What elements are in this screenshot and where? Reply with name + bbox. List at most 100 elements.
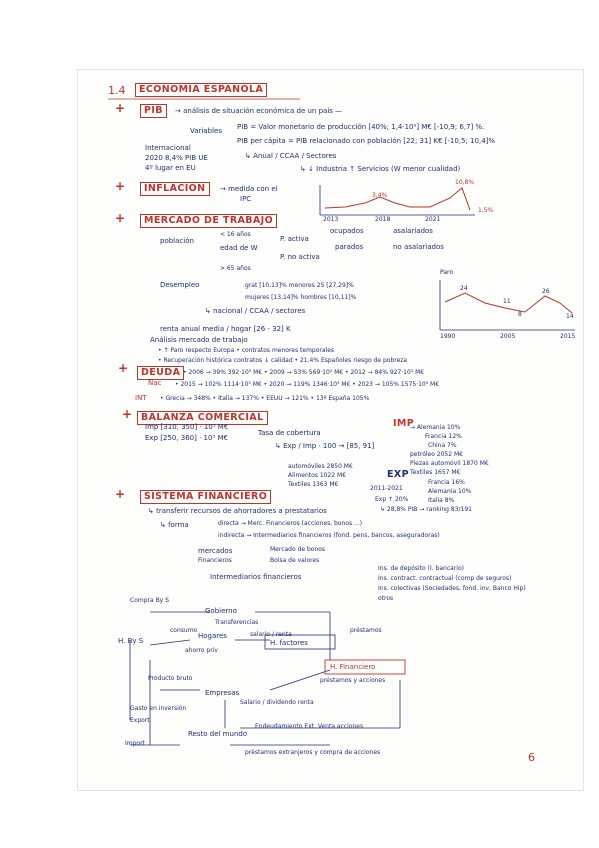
flow-hfinanciero: H. Financiero xyxy=(330,663,376,671)
plus-icon: + xyxy=(115,211,126,225)
analisis-2: • Recuperación histórica contratos ↓ cal… xyxy=(158,357,408,364)
pib-def1: PIB = Valor monetario de producción [40%… xyxy=(237,123,485,131)
pib-sectors: ↳ ↓ Industria ↑ Servicios (W menor cuali… xyxy=(300,165,461,173)
notebook-page xyxy=(78,70,583,790)
exp-pct: Exp ↑ 20% xyxy=(375,496,409,503)
exp-left-item: Alimentos 1022 M€ xyxy=(288,472,347,479)
flow-prestamos: préstamos xyxy=(350,627,382,634)
flow-resto: Resto del mundo xyxy=(188,730,248,738)
flow-export: Export xyxy=(130,717,150,724)
deuda-line2: • 2015 → 102% 1114·10³ M€ • 2020 → 119% … xyxy=(175,381,440,388)
fin-financieros: Financieros xyxy=(198,557,232,564)
flow-hfactores: H. factores xyxy=(270,639,308,647)
chart-value: 3,4% xyxy=(372,192,388,199)
exp-years: 2011-2021 xyxy=(370,485,403,492)
inflacion-desc2: IPC xyxy=(240,195,252,203)
no-asalariados: no asalariados xyxy=(393,243,444,251)
flow-prestamos-ext: préstamos extranjeros y compra de accion… xyxy=(245,749,381,756)
flow-producto: Producto bruto xyxy=(148,675,193,682)
inflacion-heading: INFLACIÓN xyxy=(140,182,210,196)
fin-bolsa: Bolsa de valores xyxy=(270,557,320,564)
section-title: ECONOMÍA ESPAÑOLA xyxy=(135,83,268,97)
pib-desc: → análisis de situación económica de un … xyxy=(175,107,343,115)
page-number: 6 xyxy=(528,751,535,764)
imp-item: petróleo 2052 M€ xyxy=(410,451,463,458)
parados: parados xyxy=(335,243,364,251)
balanza-heading: BALANZA COMERCIAL xyxy=(137,411,268,425)
flow-prestamos-acciones: préstamos y acciones xyxy=(320,677,386,684)
analisis-1: • ↑ Paro respecto Europa • contratos men… xyxy=(158,347,335,354)
desempleo-label: Desempleo xyxy=(160,281,200,289)
fin-forma: ↳ forma xyxy=(160,521,189,529)
flow-endeudamiento: Endeudamiento Ext. Venta acciones xyxy=(255,723,364,730)
balanza-exp: Exp [250, 360] · 10³ M€ xyxy=(145,434,228,442)
flow-salario-div: Salario / dividendo renta xyxy=(240,699,314,706)
fin-indirecta: indirecta → Intermediarios financieros (… xyxy=(218,532,440,539)
deuda-line3: • Grecia → 348% • Italia → 137% • EEUU →… xyxy=(160,395,370,402)
desempleo-2: mujeres [13,14]% hombres [10,11]% xyxy=(245,294,357,301)
flow-salario: salario / renta xyxy=(250,631,292,638)
paro-year: 1990 xyxy=(440,333,456,340)
p-under16: < 16 años xyxy=(220,231,251,238)
exp-left-item: Textiles 1363 M€ xyxy=(288,481,339,488)
fin-inst: Ins. contract. contractual (comp de segu… xyxy=(378,575,512,582)
plus-icon: + xyxy=(115,101,126,115)
imp-item: Francia 12% xyxy=(425,433,462,440)
p-working-age: edad de W xyxy=(220,244,258,252)
fin-bonos: Mercado de bonos xyxy=(270,546,326,553)
pib-def2: PIB per cápita = PIB relacionado con pob… xyxy=(237,137,496,145)
fin-intermediarios: Intermediarios financieros xyxy=(210,573,302,581)
balanza-formula: ↳ Exp / Imp · 100 → [85, 91] xyxy=(275,442,375,450)
plus-icon: + xyxy=(115,487,126,501)
flow-consumo: consumo xyxy=(170,627,198,634)
inflacion-desc: → medida con el xyxy=(220,185,278,193)
flow-hbys: H. By S xyxy=(118,637,144,645)
mercado-heading: MERCADO DE TRABAJO xyxy=(140,214,278,228)
p-over65: > 65 años xyxy=(220,265,251,272)
flow-transferencias: Transferencias xyxy=(215,619,259,626)
financiero-heading: SISTEMA FINANCIERO xyxy=(140,490,272,504)
pib-intl3: 4º lugar en EU xyxy=(145,164,196,172)
exp-right-item: Italia 8% xyxy=(428,497,455,504)
desempleo-3: ↳ nacional / CCAA / sectores xyxy=(205,307,306,315)
flow-import: Import xyxy=(125,740,145,747)
fin-desc: ↳ transferir recursos de ahorradores a p… xyxy=(148,507,327,515)
ranking: ↳ 28,8% PIB → ranking 83/191 xyxy=(380,506,472,513)
flow-compra: Compra By S xyxy=(130,597,169,604)
inflation-chart xyxy=(319,185,475,216)
desempleo-1: grat [10,13]% menores 25 [27,29]% xyxy=(245,282,354,289)
deuda-line1: • 2006 → 39% 392·10³ M€ • 2009 → 53% 569… xyxy=(183,369,425,376)
plus-icon: + xyxy=(115,179,126,193)
analisis: Análisis mercado de trabajo xyxy=(150,336,248,344)
exp-left-item: automóviles 2850 M€ xyxy=(288,463,353,470)
paro-point: 11 xyxy=(503,298,511,305)
paro-year: 2005 xyxy=(500,333,516,340)
exp-right-item: Alemania 10% xyxy=(428,488,472,495)
fin-directa: directa → Merc. Financieros (acciones, b… xyxy=(218,520,363,527)
paro-point: 8 xyxy=(518,311,522,318)
exp-label: EXP xyxy=(387,469,409,480)
imp-item: → Alemania 10% xyxy=(410,424,461,431)
paro-point: 26 xyxy=(542,288,550,295)
pib-breakdown: ↳ Anual / CCAA / Sectores xyxy=(245,152,337,160)
poblacion-label: población xyxy=(160,237,194,245)
ocupados: ocupados xyxy=(330,227,364,235)
section-number: 1.4 xyxy=(108,84,126,97)
balanza-tasa: Tasa de cobertura xyxy=(258,429,321,437)
flow-arrows xyxy=(129,611,401,746)
fin-mercados: mercados xyxy=(198,547,233,555)
imp-item: Piezas automóvil 1870 M€ xyxy=(410,460,489,467)
chart-value: 1,5% xyxy=(478,207,494,214)
imp-item: China 7% xyxy=(428,442,457,449)
paro-label: Paro xyxy=(440,269,454,276)
imp-item: Textiles 1657 M€ xyxy=(410,469,461,476)
balanza-imp: Imp [310, 350] · 10³ M€ xyxy=(145,423,229,431)
chart-value: 10,8% xyxy=(455,179,475,186)
paro-point: 14 xyxy=(566,313,574,320)
flow-empresas: Empresas xyxy=(205,689,240,697)
p-activa: P. activa xyxy=(280,235,309,243)
paro-year: 2015 xyxy=(560,333,576,340)
fin-inst: Ins. colectivas (Sociedades, fond. inv, … xyxy=(378,585,526,592)
flow-gasto: Gasto en inversión xyxy=(130,705,187,712)
